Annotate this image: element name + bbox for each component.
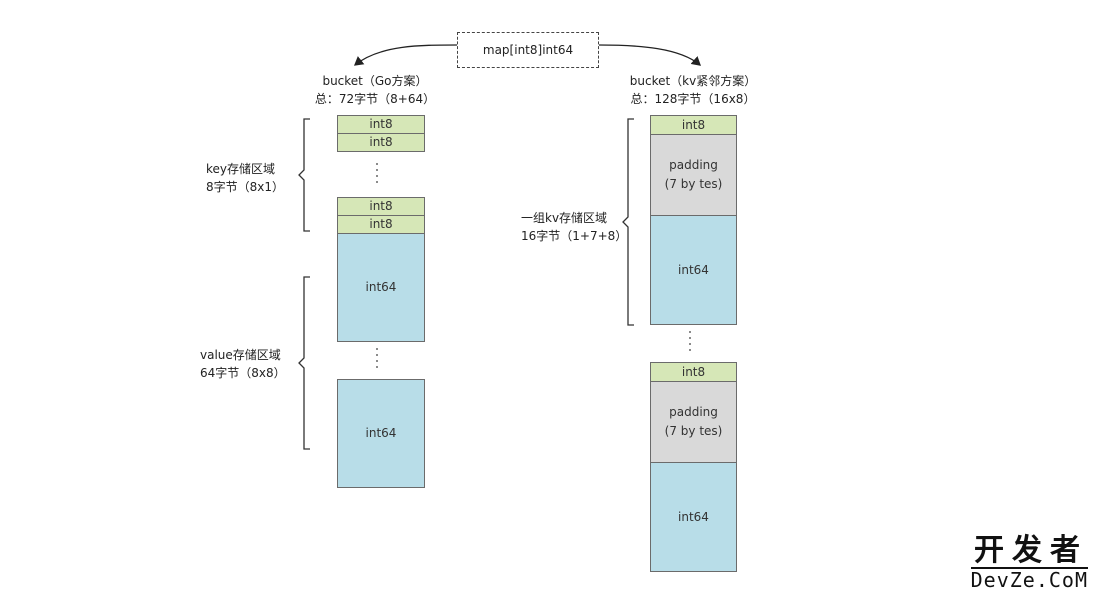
left-value-cell: int64 — [337, 233, 425, 342]
arrow-to-left-bucket — [353, 44, 458, 66]
value-region-name: value存储区域 — [200, 348, 281, 362]
map-type-label: map[int8]int64 — [482, 43, 574, 57]
left-key-cell-label: int8 — [369, 117, 393, 131]
right-padding-cell: padding (7 by tes) — [650, 381, 737, 463]
left-value-ellipsis — [376, 348, 378, 372]
left-bucket-total: 总：72字节（8+64） — [314, 92, 436, 106]
right-ellipsis — [689, 331, 691, 355]
padding-label: padding — [669, 158, 718, 172]
left-key-cell-label: int8 — [369, 199, 393, 213]
key-region-name: key存储区域 — [206, 162, 276, 176]
map-type-box: map[int8]int64 — [457, 32, 599, 68]
right-padding-cell: padding (7 by tes) — [650, 134, 737, 216]
right-value-cell: int64 — [650, 462, 737, 572]
right-value-cell-label: int64 — [678, 509, 709, 524]
left-key-cell: int8 — [337, 115, 425, 134]
right-key-cell: int8 — [650, 115, 737, 135]
right-value-cell: int64 — [650, 215, 737, 325]
key-region-brace — [298, 118, 310, 232]
kv-group-size: 16字节（1+7+8） — [521, 229, 628, 243]
right-key-cell-label: int8 — [681, 117, 706, 132]
arrow-to-right-bucket — [598, 44, 701, 66]
key-region-size: 8字节（8x1） — [206, 180, 285, 194]
left-key-cell: int8 — [337, 197, 425, 216]
left-key-cell-label: int8 — [369, 217, 393, 231]
left-value-cell: int64 — [337, 379, 425, 488]
right-key-cell: int8 — [650, 362, 737, 382]
left-value-cell-label: int64 — [365, 426, 397, 440]
devze-watermark-logo: 开发者 DevZe.CoM — [970, 533, 1088, 592]
watermark-english: DevZe.CoM — [970, 567, 1088, 592]
padding-label: padding — [669, 405, 718, 419]
left-key-ellipsis — [376, 163, 378, 187]
kv-group-brace — [622, 118, 634, 326]
right-value-cell-label: int64 — [678, 262, 709, 277]
left-value-cell-label: int64 — [365, 280, 397, 294]
right-bucket-title: bucket（kv紧邻方案） — [629, 74, 757, 88]
left-key-cell: int8 — [337, 215, 425, 234]
value-region-size: 64字节（8x8） — [200, 366, 286, 380]
right-key-cell-label: int8 — [681, 364, 706, 379]
left-key-cell-label: int8 — [369, 135, 393, 149]
value-region-brace — [298, 276, 310, 450]
kv-group-name: 一组kv存储区域 — [521, 211, 608, 225]
padding-size-label: (7 by tes) — [664, 424, 723, 438]
left-key-cell: int8 — [337, 133, 425, 152]
watermark-chinese: 开发者 — [974, 533, 1088, 568]
left-bucket-title: bucket（Go方案） — [322, 74, 428, 88]
right-bucket-total: 总：128字节（16x8） — [630, 92, 756, 106]
padding-size-label: (7 by tes) — [664, 177, 723, 191]
